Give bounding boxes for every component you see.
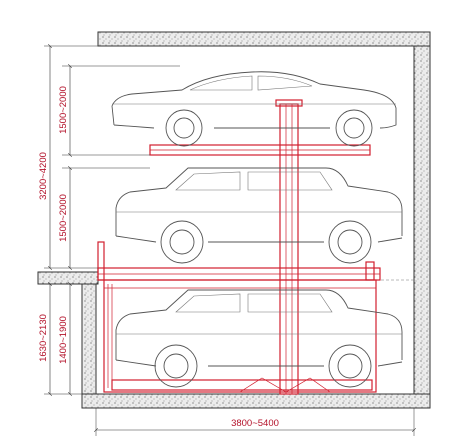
label-top-span: 3200~4200 xyxy=(38,152,49,200)
label-pit-width: 3800~5400 xyxy=(231,418,279,429)
pit-floor-slab xyxy=(81,393,431,409)
lower-suv xyxy=(115,289,403,388)
suv-body xyxy=(115,167,403,243)
sedan-rear-hub xyxy=(343,117,365,139)
suv-window-rear-lower xyxy=(247,293,333,313)
suv-front-hub xyxy=(169,229,195,255)
dimension-labels: 1500~2000 1500~2000 3200~4200 1630~2130 … xyxy=(38,86,279,429)
lift-structure xyxy=(97,99,381,395)
suv-body-lower xyxy=(115,289,403,367)
suv-rear-wheel-lower xyxy=(328,344,372,388)
label-upper-height: 1500~2000 xyxy=(58,86,69,134)
sedan-front-hub xyxy=(173,117,195,139)
suv-window-rear xyxy=(247,171,333,191)
right-wall xyxy=(413,45,431,409)
middle-platform-post xyxy=(97,241,105,281)
suv-front-hub-lower xyxy=(163,353,189,379)
suv-rear-hub xyxy=(337,229,363,255)
suv-front-wheel xyxy=(160,220,204,264)
pit-left-wall xyxy=(81,282,97,395)
label-lower-span: 1630~2130 xyxy=(38,314,49,362)
middle-suv xyxy=(115,167,403,264)
dimension-lines xyxy=(44,46,414,436)
concrete-structure xyxy=(37,31,431,409)
sedan-rear-wheel xyxy=(335,109,373,147)
sedan-front-wheel xyxy=(165,109,203,147)
lift-scissor xyxy=(239,377,331,393)
sedan-body xyxy=(111,71,397,129)
label-lower-height: 1400~1900 xyxy=(58,316,69,364)
sedan-window-front xyxy=(189,75,253,91)
lower-platform xyxy=(111,379,373,391)
ground-level-slab xyxy=(37,271,99,285)
upper-sedan xyxy=(111,71,397,147)
suv-front-wheel-lower xyxy=(154,344,198,388)
ceiling-slab xyxy=(97,31,431,47)
column-cap xyxy=(275,99,303,107)
middle-platform-stop xyxy=(365,261,375,281)
label-middle-height: 1500~2000 xyxy=(58,194,69,242)
suv-window-front xyxy=(175,171,241,191)
sedan-window-rear xyxy=(257,75,313,91)
suv-window-front-lower xyxy=(175,293,241,313)
suv-rear-wheel xyxy=(328,220,372,264)
central-column xyxy=(279,103,299,395)
suv-rear-hub-lower xyxy=(337,353,363,379)
